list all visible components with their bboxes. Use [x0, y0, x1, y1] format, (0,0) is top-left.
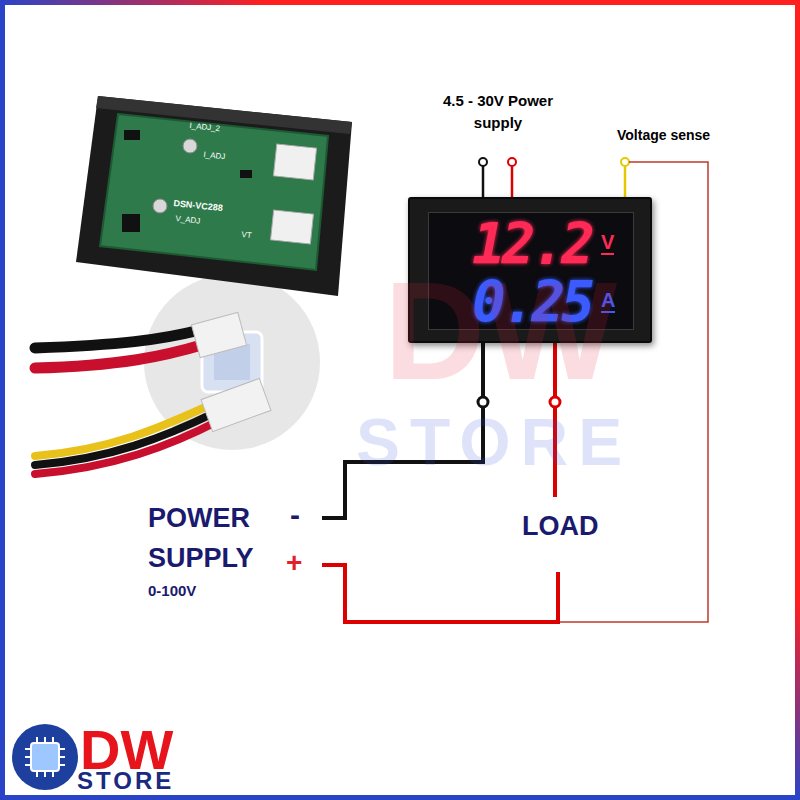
logo-chip — [31, 743, 59, 771]
trimpot — [183, 139, 197, 153]
negative-sign: - — [290, 497, 300, 532]
plug — [201, 378, 271, 431]
voltage-reading: 12.2 — [472, 217, 591, 273]
plug — [191, 312, 246, 357]
schematic-wires — [322, 158, 708, 622]
volt-unit: V — [601, 231, 614, 255]
sense-wire — [624, 166, 627, 198]
voltage-range: 0-100V — [148, 582, 196, 599]
frame-top — [0, 0, 800, 5]
pcb-marking: VT — [241, 230, 252, 240]
logo-pins — [25, 737, 65, 777]
negative-wire — [322, 407, 483, 518]
housing — [76, 96, 352, 296]
logo-circle — [12, 724, 78, 790]
power-supply-label: POWER SUPPLY — [148, 498, 273, 578]
smd-chip — [122, 214, 140, 232]
shunt-wire-black — [481, 342, 485, 397]
positive-sign: + — [286, 547, 302, 579]
terminal — [478, 397, 488, 407]
frame-bottom — [0, 795, 800, 800]
current-reading: 0.25 — [472, 275, 591, 331]
terminal — [550, 397, 560, 407]
pcb — [100, 114, 328, 270]
smd-chip — [240, 170, 252, 178]
logo-icon — [12, 724, 78, 790]
terminal — [621, 158, 629, 166]
connector — [273, 144, 316, 180]
wire-red — [35, 344, 205, 368]
amp-unit: A — [601, 289, 615, 313]
meter-photo — [76, 96, 352, 296]
frame-left — [0, 0, 5, 800]
photo-wires — [35, 312, 271, 474]
sense-note: Voltage sense — [617, 127, 710, 143]
supply-wire-red — [511, 166, 514, 198]
smd-chip — [124, 130, 140, 140]
load-label: LOAD — [522, 511, 599, 542]
supply-wire-black — [482, 166, 485, 198]
terminal — [508, 158, 516, 166]
logo-text: STORE — [77, 767, 174, 795]
positive-wire — [322, 565, 558, 622]
watermark: STORE — [356, 404, 632, 480]
panel-meter: 12.2 V 0.25 A — [408, 197, 652, 343]
terminal — [479, 158, 487, 166]
connector — [271, 210, 314, 244]
trimpot — [153, 199, 167, 213]
wire-black — [35, 330, 200, 348]
shunt-wire-red — [553, 342, 557, 397]
wire-red — [35, 420, 220, 474]
load-negative-wire — [553, 407, 557, 497]
frame-right — [795, 0, 800, 800]
supply-note: 4.5 - 30V Power supply — [441, 90, 555, 134]
